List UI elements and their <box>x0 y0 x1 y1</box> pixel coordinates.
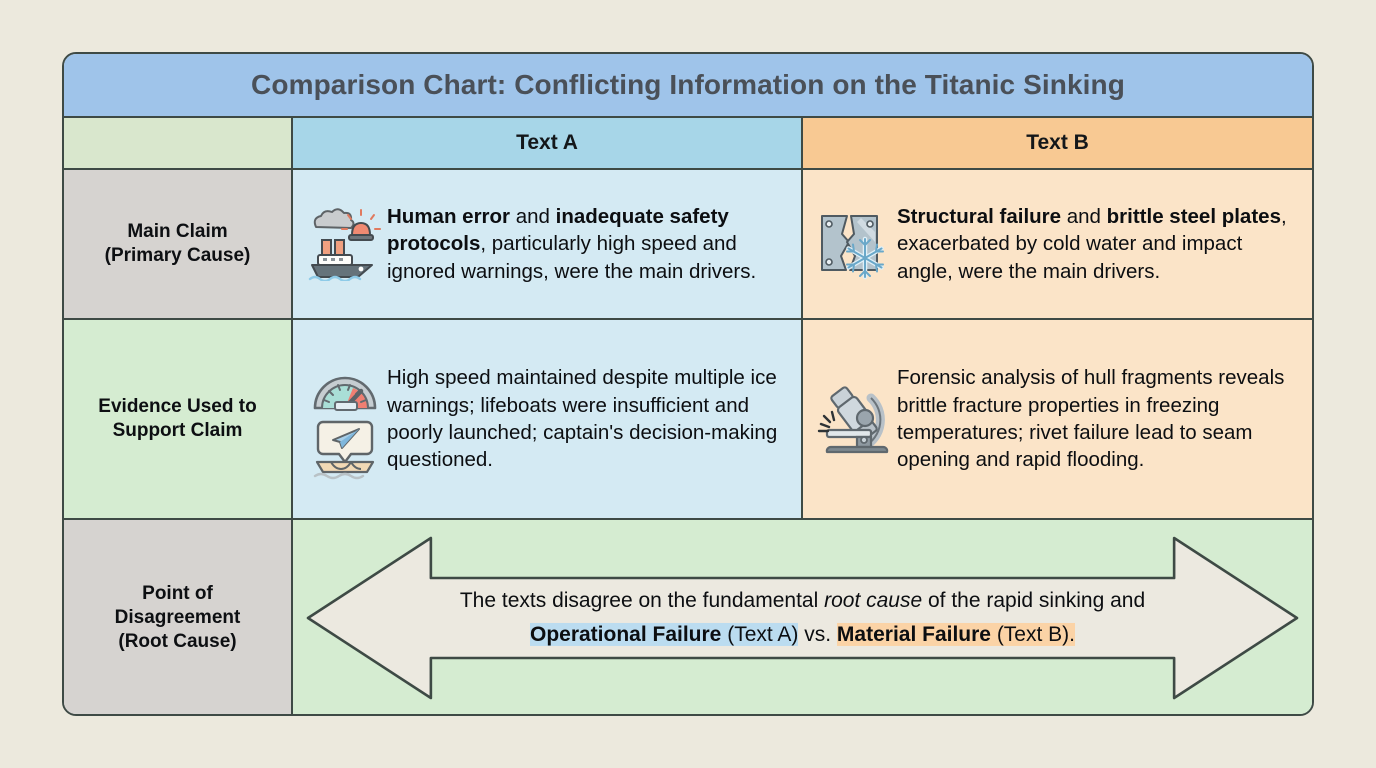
microscope-icon <box>817 386 889 454</box>
double-headed-arrow-icon <box>303 532 1302 704</box>
paren-text-a: (Text A) <box>721 623 799 646</box>
icon-group-microscope <box>813 380 897 458</box>
header-cell-blank <box>64 118 293 168</box>
conclusion-lead: The texts disagree on the fundamental <box>459 588 825 612</box>
table-row-evidence: Evidence Used to Support Claim <box>64 320 1312 520</box>
speedometer-icon <box>313 376 377 411</box>
page-title: Comparison Chart: Conflicting Informatio… <box>251 69 1125 100</box>
row-label-line-1: Main Claim <box>127 220 228 242</box>
table-row-point-of-disagreement: Point of Disagreement (Root Cause) The t… <box>64 520 1312 714</box>
conclusion-mid: of the rapid sinking and <box>922 588 1146 612</box>
conclusion-italic: root cause <box>824 588 923 612</box>
cell-evidence-text-b: Forensic analysis of hull fragments reve… <box>803 320 1312 518</box>
claim-b-mid-1: and <box>1061 204 1107 228</box>
cell-main-claim-text-a: Human error and inadequate safety protoc… <box>293 170 803 318</box>
row-label-line-2: Support Claim <box>112 420 243 441</box>
chart-title-bar: Comparison Chart: Conflicting Informatio… <box>64 54 1312 118</box>
cell-text-evidence-b: Forensic analysis of hull fragments reve… <box>897 366 1285 472</box>
highlight-operational-failure: Operational Failure <box>529 623 722 646</box>
claim-b-bold-2: brittle steel plates <box>1106 204 1281 228</box>
icon-group-steel-plate <box>813 208 897 280</box>
row-label-line-3: (Root Cause) <box>118 631 237 653</box>
claim-a-rest: , particularly high speed and ignored wa… <box>387 232 757 283</box>
arrow-container: The texts disagree on the fundamental ro… <box>303 532 1302 704</box>
cell-text-evidence-a: High speed maintained despite multiple i… <box>387 366 778 472</box>
cell-text-main-claim-b: Structural failure and brittle steel pla… <box>897 203 1298 285</box>
row-label-line-2: (Primary Cause) <box>104 245 251 266</box>
row-label-evidence: Evidence Used to Support Claim <box>64 320 293 518</box>
row-label-line-2: Disagreement <box>114 606 241 628</box>
cell-evidence-text-a: High speed maintained despite multiple i… <box>293 320 803 518</box>
header-cell-text-a: Text A <box>293 118 803 168</box>
row-label-line-1: Evidence Used to <box>98 395 257 417</box>
snowflake-icon <box>846 236 884 280</box>
alarm-light-icon <box>341 209 381 241</box>
cell-point-of-disagreement: The texts disagree on the fundamental ro… <box>293 520 1312 714</box>
claim-a-bold-1: Human error <box>387 204 511 228</box>
cell-main-claim-text-b: Structural failure and brittle steel pla… <box>803 170 1312 318</box>
row-label-line-1: Point of <box>142 582 213 604</box>
ship-icon <box>308 208 381 281</box>
row-label-main-claim: Main Claim (Primary Cause) <box>64 170 293 318</box>
claim-a-bold-2: inadequate safety protocols <box>387 204 729 256</box>
conclusion-text: The texts disagree on the fundamental ro… <box>423 584 1182 652</box>
cracked-steel-plate-icon <box>821 215 884 280</box>
lifeboat-icon <box>313 420 375 480</box>
icon-group-evidence-a <box>303 358 387 480</box>
paren-text-b: (Text B). <box>990 623 1075 646</box>
highlight-material-failure: Material Failure <box>836 623 991 646</box>
claim-b-bold-1: Structural failure <box>897 204 1062 228</box>
icon-group-ship <box>303 207 387 281</box>
claim-a-mid-1: and <box>510 204 556 228</box>
column-header-row: Text A Text B <box>64 118 1312 170</box>
conclusion-vs: vs. <box>798 623 837 646</box>
comparison-chart: Comparison Chart: Conflicting Informatio… <box>62 52 1314 716</box>
claim-b-rest: , exacerbated by cold water and impact a… <box>897 204 1287 283</box>
header-cell-text-b: Text B <box>803 118 1312 168</box>
cell-text-main-claim-a: Human error and inadequate safety protoc… <box>387 203 787 285</box>
row-label-point-of-disagreement: Point of Disagreement (Root Cause) <box>64 520 293 714</box>
table-row-main-claim: Main Claim (Primary Cause) <box>64 170 1312 320</box>
telegram-message-icon <box>316 420 374 464</box>
